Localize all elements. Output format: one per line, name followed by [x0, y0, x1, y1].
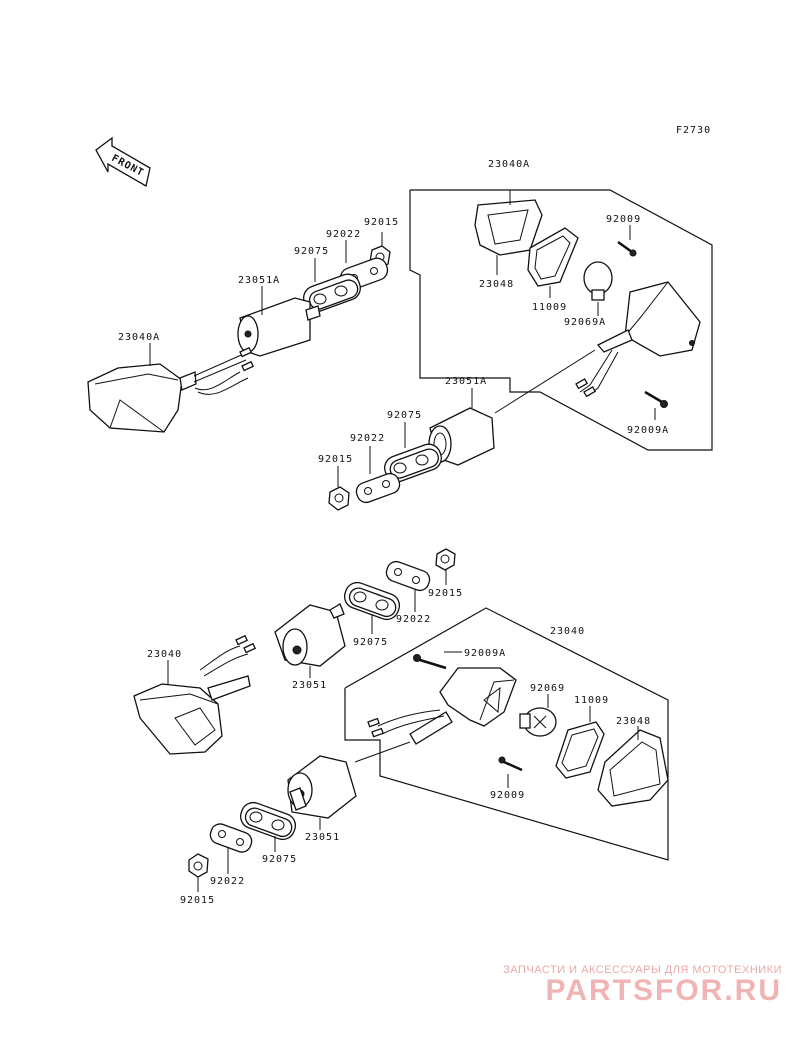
label-92015-bottom: 92015	[180, 895, 215, 906]
label-92009-top-right: 92009	[606, 214, 641, 225]
bottom-right-assembly-box	[344, 607, 669, 861]
label-23040A-top-right: 23040A	[488, 159, 530, 170]
label-92009-bottom: 92009	[490, 790, 525, 801]
housing-23040A-left-part	[87, 346, 255, 433]
part-labels: 23040A 23048 11009 92069A 92009 92009A 9…	[118, 159, 669, 906]
watermark: ЗАПЧАСТИ И АКСЕССУАРЫ ДЛЯ МОТОТЕХНИКИ PA…	[503, 964, 782, 1006]
nut-92015-bottom-part	[188, 853, 209, 878]
label-92075-bottom-top: 92075	[353, 637, 388, 648]
label-23040-left: 23040	[147, 649, 182, 660]
label-92022-center: 92022	[350, 433, 385, 444]
label-92075-bottom: 92075	[262, 854, 297, 865]
label-23048-top-right: 23048	[479, 279, 514, 290]
label-11009-top-right: 11009	[532, 302, 567, 313]
nut-92015-bottom-top-part	[435, 548, 456, 571]
label-23051-bottom: 23051	[305, 832, 340, 843]
grommet-92075-top-left-part	[303, 273, 361, 313]
top-right-assembly-box	[409, 189, 713, 451]
cover-23051-bottom-part	[287, 755, 357, 819]
label-92009A-bottom: 92009A	[464, 648, 506, 659]
grommet-92075-center-part	[384, 443, 442, 483]
label-92069: 92069	[530, 683, 565, 694]
grommet-92075-bottom-part	[239, 801, 297, 841]
cover-23051A-top-left-part	[237, 297, 321, 357]
screw-92009A-bottom-part	[413, 654, 447, 670]
label-23051-bottom-top: 23051	[292, 680, 327, 691]
label-92015-center: 92015	[318, 454, 353, 465]
label-23048-bottom: 23048	[616, 716, 651, 727]
screw-92009-bottom-part	[498, 756, 523, 772]
label-11009-bottom: 11009	[574, 695, 609, 706]
label-92069A: 92069A	[564, 317, 606, 328]
gasket-11009-part	[527, 227, 579, 287]
nut-92015-center-part	[328, 486, 350, 511]
washer-92022-center-part	[355, 472, 401, 504]
washer-92022-bottom-top-part	[385, 560, 431, 592]
label-23051A-top-left: 23051A	[238, 275, 280, 286]
watermark-logo: PARTSFOR.RU	[545, 974, 782, 1007]
label-92022-top-left: 92022	[326, 229, 361, 240]
label-92022-bottom: 92022	[210, 876, 245, 887]
bulb-92069-part	[519, 707, 557, 737]
washer-92022-bottom-part	[209, 823, 253, 853]
label-92075-center: 92075	[387, 410, 422, 421]
housing-23040-left-part	[133, 634, 257, 755]
screw-92009A-part	[644, 390, 668, 408]
lens-23048-bottom-part	[597, 729, 669, 807]
grommet-92075-bottom-top-part	[343, 581, 401, 621]
label-92022-bottom-top: 92022	[396, 614, 431, 625]
label-23040A-top-left: 23040A	[118, 332, 160, 343]
label-23051A-center: 23051A	[445, 376, 487, 387]
cover-23051-bottom-top-part	[274, 603, 346, 667]
lens-23048-part	[474, 199, 543, 256]
screw-92009-part	[617, 240, 637, 257]
bulb-92069A-part	[583, 261, 613, 301]
watermark-tagline: ЗАПЧАСТИ И АКСЕССУАРЫ ДЛЯ МОТОТЕХНИКИ	[503, 964, 782, 976]
housing-23040A-right-part	[575, 281, 701, 398]
figure-code: F2730	[676, 125, 711, 136]
gasket-11009-bottom-part	[555, 721, 605, 779]
front-arrow-icon: FRONT	[95, 136, 151, 188]
housing-23040-right-part	[367, 667, 517, 745]
label-23040-right: 23040	[550, 626, 585, 637]
label-92015-bottom-top: 92015	[428, 588, 463, 599]
label-92009A-top-right: 92009A	[627, 425, 669, 436]
label-92075-top-left: 92075	[294, 246, 329, 257]
label-92015-top-left: 92015	[364, 217, 399, 228]
